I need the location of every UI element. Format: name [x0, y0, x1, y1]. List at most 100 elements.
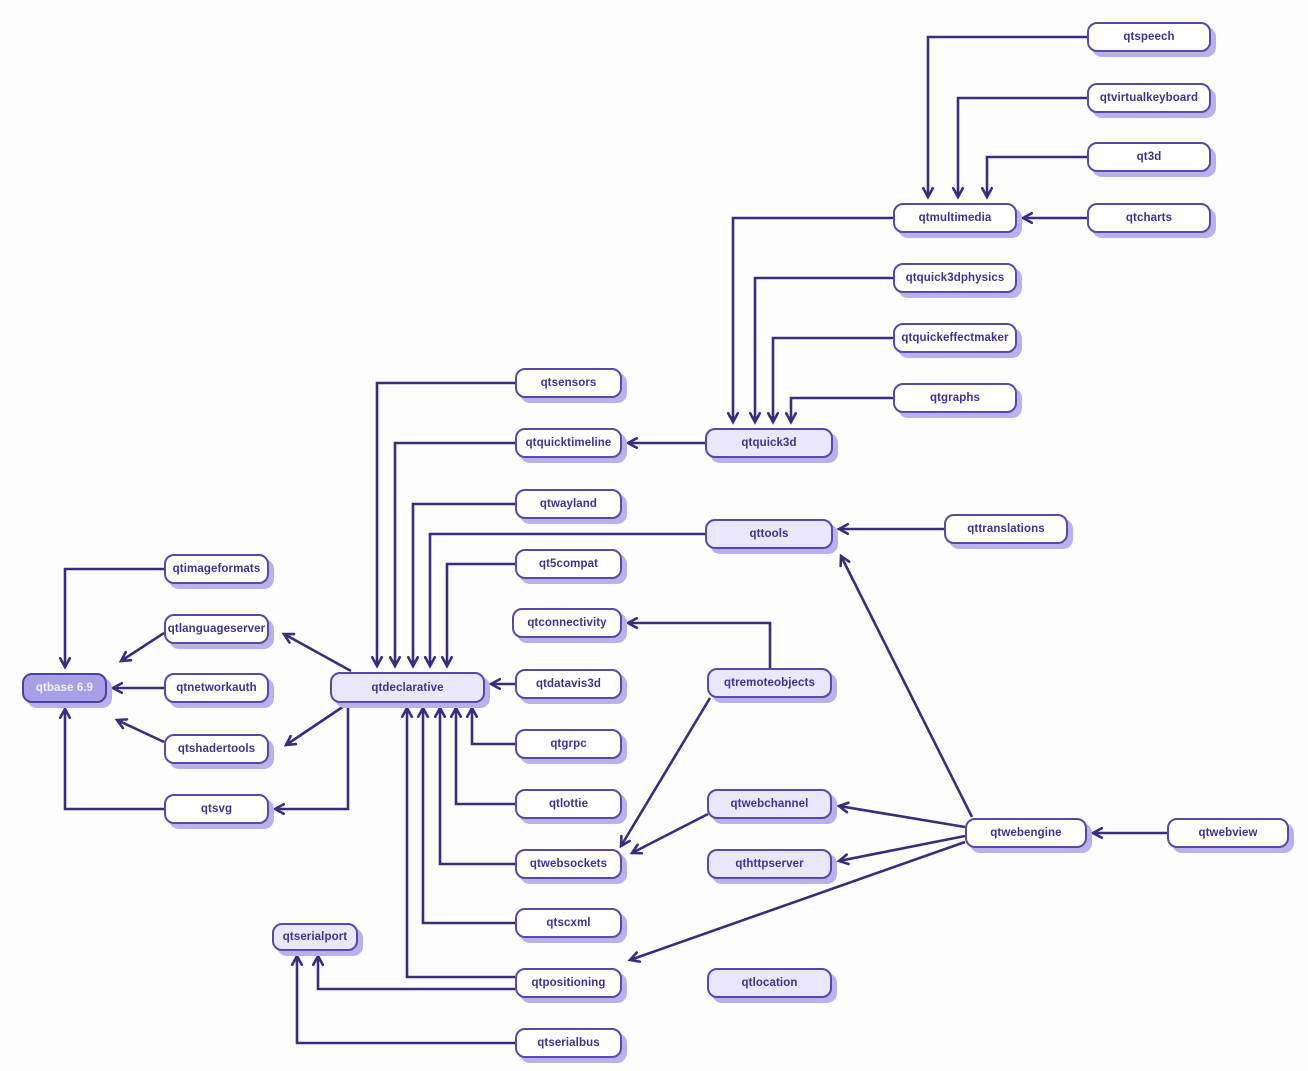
node-label: qtremoteobjects: [724, 677, 815, 689]
node-label: qtmultimedia: [918, 212, 992, 224]
edge-qtwebengine-qtwebchannel: [838, 804, 966, 829]
node-qtwebsockets[interactable]: qtwebsockets: [515, 849, 622, 879]
arrowhead-qtpositioning-qtserialport: [311, 953, 325, 967]
node-qtquick3dphysics[interactable]: qtquick3dphysics: [893, 263, 1017, 293]
node-qthttpserver[interactable]: qthttpserver: [707, 849, 832, 879]
node-qtserialport[interactable]: qtserialport: [272, 923, 358, 951]
node-label: qtwayland: [539, 498, 598, 510]
node-qtwebengine[interactable]: qtwebengine: [965, 818, 1087, 848]
arrowhead-qtshadertools-qtbase: [114, 718, 129, 730]
arrowhead-qtgraphs-qtquick3d: [784, 411, 798, 425]
arrowhead-qtlottie-qtdeclarative: [449, 705, 463, 719]
node-label: qtserialport: [282, 931, 348, 943]
node-qtpositioning[interactable]: qtpositioning: [515, 968, 622, 998]
edge-qttools-qtdeclarative: [428, 532, 705, 666]
edge-qtlottie-qtdeclarative: [454, 708, 515, 806]
node-qtwebchannel[interactable]: qtwebchannel: [707, 789, 832, 819]
node-qtsvg[interactable]: qtsvg: [164, 794, 269, 824]
arrowhead-qtsensors-qtdeclarative: [370, 655, 384, 669]
arrowhead-qt5compat-qtdeclarative: [440, 655, 454, 669]
node-qtimageformats[interactable]: qtimageformats: [164, 554, 269, 584]
node-qtmultimedia[interactable]: qtmultimedia: [893, 203, 1017, 233]
node-label: qtshadertools: [177, 743, 256, 755]
node-qtserialbus[interactable]: qtserialbus: [515, 1028, 622, 1058]
edge-qtgrpc-qtdeclarative: [470, 708, 515, 746]
node-qtlottie[interactable]: qtlottie: [515, 789, 622, 819]
edge-qtwayland-qtdeclarative: [411, 502, 515, 666]
arrowhead-qtwebengine-qtwebchannel: [836, 801, 850, 814]
node-qtwebview[interactable]: qtwebview: [1167, 818, 1289, 848]
edge-qtwebsockets-qtdeclarative: [438, 708, 515, 866]
arrowhead-qtdeclarative-qtlanguageserver: [281, 632, 296, 644]
node-qtsensors[interactable]: qtsensors: [515, 368, 622, 398]
node-qtcharts[interactable]: qtcharts: [1087, 203, 1211, 233]
node-qtbase[interactable]: qtbase 6.9: [22, 673, 107, 703]
node-qtwayland[interactable]: qtwayland: [515, 489, 622, 519]
node-qtvirtualkeyboard[interactable]: qtvirtualkeyboard: [1087, 83, 1211, 113]
edge-qtquick3dphysics-qtquick3d: [753, 276, 893, 422]
arrowhead-qtwebsockets-qtdeclarative: [433, 705, 447, 719]
edge-qtpositioning-qtserialport: [316, 956, 515, 991]
node-label: qttools: [749, 528, 789, 540]
node-qtquickeffectmaker[interactable]: qtquickeffectmaker: [893, 323, 1017, 353]
arrowhead-qt3d-qtmultimedia: [980, 186, 994, 200]
edge-qtspeech-qtmultimedia: [926, 35, 1087, 197]
node-qtnetworkauth[interactable]: qtnetworkauth: [164, 673, 269, 703]
node-label: qtdeclarative: [371, 681, 444, 694]
node-qttranslations[interactable]: qttranslations: [944, 514, 1068, 544]
node-qt5compat[interactable]: qt5compat: [515, 549, 622, 579]
node-label: qtlottie: [548, 798, 589, 810]
node-qtquicktimeline[interactable]: qtquicktimeline: [515, 428, 622, 458]
node-label: qtcharts: [1125, 212, 1173, 224]
node-qtshadertools[interactable]: qtshadertools: [164, 734, 269, 764]
edge-qtdeclarative-qtlanguageserver: [283, 632, 352, 673]
node-label: qtgraphs: [930, 392, 980, 404]
arrowhead-qtwebchannel-qtwebsockets: [629, 843, 644, 855]
arrowhead-qtspeech-qtmultimedia: [921, 186, 935, 200]
node-qtscxml[interactable]: qtscxml: [515, 908, 622, 938]
node-label: qt3d: [1136, 151, 1162, 163]
arrowhead-qtquickeffectmaker-qtquick3d: [766, 411, 780, 425]
node-qtgraphs[interactable]: qtgraphs: [893, 383, 1017, 413]
arrowhead-qtcharts-qtmultimedia: [1020, 211, 1034, 225]
node-qtlanguageserver[interactable]: qtlanguageserver: [164, 614, 269, 644]
edge-qtquickeffectmaker-qtquick3d: [771, 336, 893, 422]
node-label: qtconnectivity: [527, 617, 607, 629]
node-label: qtlanguageserver: [167, 623, 266, 635]
arrowhead-qtremoteobjects-qtconnectivity: [625, 616, 639, 630]
node-qtdeclarative[interactable]: qtdeclarative: [330, 672, 485, 703]
node-qttools[interactable]: qttools: [705, 519, 833, 549]
edge-qtserialbus-qtserialport: [295, 956, 515, 1045]
arrowhead-qtwebengine-qttools: [839, 553, 851, 568]
arrowhead-qtscxml-qtdeclarative: [416, 705, 430, 719]
edge-qtsensors-qtdeclarative: [375, 381, 515, 666]
node-qt3d[interactable]: qt3d: [1087, 142, 1211, 172]
node-label: qtwebchannel: [730, 798, 809, 810]
arrowhead-qtgrpc-qtdeclarative: [465, 705, 479, 719]
node-qtdatavis3d[interactable]: qtdatavis3d: [515, 669, 622, 699]
node-qtremoteobjects[interactable]: qtremoteobjects: [707, 668, 832, 698]
node-qtquick3d[interactable]: qtquick3d: [705, 428, 833, 458]
arrowhead-qttools-qtdeclarative: [423, 655, 437, 669]
node-label: qtwebengine: [990, 827, 1062, 839]
arrowhead-qtwebengine-qtpositioning: [627, 951, 642, 963]
node-label: qtpositioning: [531, 977, 606, 989]
arrowhead-qtquick3dphysics-qtquick3d: [748, 411, 762, 425]
edge-qtwebengine-qttools: [839, 555, 974, 818]
node-label: qthttpserver: [735, 858, 804, 870]
edge-qtquicktimeline-qtdeclarative: [393, 441, 515, 666]
node-qtspeech[interactable]: qtspeech: [1087, 22, 1211, 52]
node-qtlocation[interactable]: qtlocation: [707, 968, 832, 998]
node-label: qt5compat: [538, 558, 599, 570]
node-qtconnectivity[interactable]: qtconnectivity: [512, 608, 622, 638]
node-label: qtwebview: [1198, 827, 1258, 839]
edge-qtgraphs-qtquick3d: [789, 396, 893, 422]
edge-qtscxml-qtdeclarative: [421, 708, 515, 925]
node-qtgrpc[interactable]: qtgrpc: [515, 729, 622, 759]
edge-qt3d-qtmultimedia: [985, 155, 1087, 197]
edge-qtdeclarative-qtshadertools: [285, 702, 348, 747]
node-label: qtspeech: [1123, 31, 1175, 43]
edge-qtremoteobjects-qtconnectivity: [628, 621, 772, 668]
node-label: qtsensors: [540, 377, 597, 389]
arrowhead-qtlanguageserver-qtbase: [118, 650, 133, 663]
